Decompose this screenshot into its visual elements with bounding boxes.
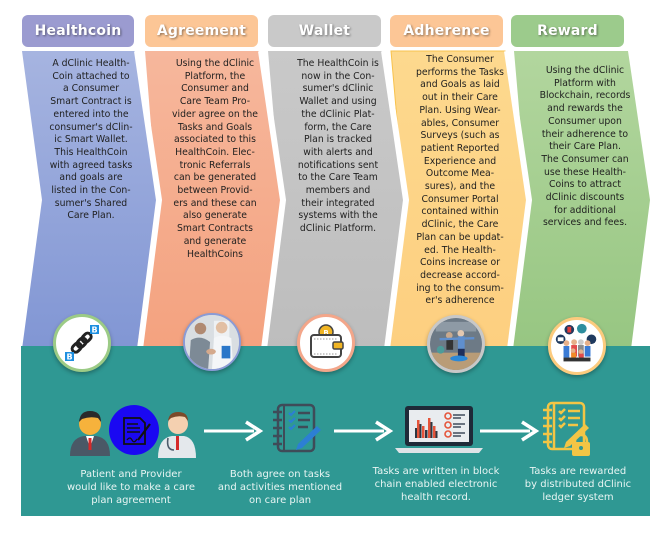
stage-title-wallet: Wallet xyxy=(268,15,381,47)
family-services-icon xyxy=(548,317,606,375)
laptop-chart-icon xyxy=(395,404,483,458)
stage-text-reward: Using the dClinic Platform with Blockcha… xyxy=(539,65,631,229)
panel-wallet xyxy=(264,51,404,349)
wallet-icon: B xyxy=(297,314,355,372)
patient-provider-contract-icon xyxy=(68,404,198,462)
stage-title-reward: Reward xyxy=(511,15,624,47)
panel-healthcoin xyxy=(22,51,157,349)
panel-agreement xyxy=(137,51,281,349)
panel-reward xyxy=(510,51,650,349)
svg-text:B: B xyxy=(323,329,328,337)
blockchain-link-icon: B B xyxy=(53,314,111,372)
stage-text-wallet: The HealthCoin is now in the Con- sumer'… xyxy=(297,58,379,235)
arrow-right-icon xyxy=(204,420,264,446)
svg-text:B: B xyxy=(66,353,72,362)
exercise-photo-icon xyxy=(427,315,485,373)
arrow-right-icon-2 xyxy=(334,420,394,446)
step-text-1: Patient and Provider would like to make … xyxy=(66,469,196,506)
patient-icon xyxy=(70,411,110,456)
stage-text-adherence: The Consumer performs the Tasks and Goal… xyxy=(415,54,505,307)
checklist-notebook-icon xyxy=(270,402,324,460)
svg-text:B: B xyxy=(91,326,97,335)
stage-title-healthcoin: Healthcoin xyxy=(22,15,134,47)
handshake-photo-icon xyxy=(183,313,241,371)
step-text-3: Tasks are written in block chain enabled… xyxy=(372,466,500,503)
step-text-4: Tasks are rewarded by distributed dClini… xyxy=(524,466,632,503)
stage-title-adherence: Adherence xyxy=(390,15,503,47)
locked-checklist-icon xyxy=(540,400,596,464)
stage-text-healthcoin: A dClinic Health- Coin attached to a Con… xyxy=(49,58,133,222)
stage-text-agreement: Using the dClinic Platform, the Consumer… xyxy=(172,58,258,260)
provider-icon xyxy=(158,412,196,458)
stage-title-agreement: Agreement xyxy=(145,15,258,47)
arrow-right-icon-3 xyxy=(480,420,540,446)
step-text-2: Both agree on tasks and activities menti… xyxy=(217,469,343,506)
contract-icon xyxy=(109,405,159,455)
